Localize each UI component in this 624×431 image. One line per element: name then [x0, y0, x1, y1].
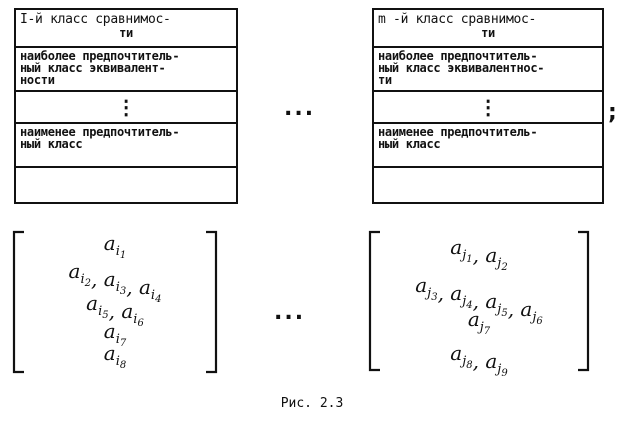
right-matrix-row-3: aj7	[468, 307, 491, 337]
left-matrix-row-3: ai5, ai6	[86, 291, 144, 329]
right-empty-cell	[374, 168, 602, 202]
right-matrix-right-bracket	[578, 230, 590, 372]
right-header-line2: ти	[481, 26, 495, 40]
right-matrix-row-2: aj3, aj4, aj5, aj6	[415, 273, 543, 327]
semicolon: ;	[608, 100, 617, 125]
right-matrix-row-1: aj1, aj2	[450, 235, 507, 273]
right-vertical-dots: ⋮	[374, 92, 602, 124]
right-matrix-left-bracket	[368, 230, 380, 372]
right-worst-class: наименее предпочтитель- ный класс	[374, 124, 602, 168]
left-worst-class: наименее предпочтитель- ный класс	[16, 124, 236, 168]
right-class-table: m -й класс сравнимос- ти наиболее предпо…	[372, 8, 604, 204]
right-header-line1: m -й класс сравнимос-	[378, 12, 537, 27]
right-table-header: m -й класс сравнимос- ти	[374, 10, 602, 48]
between-matrices-dots: ...	[274, 300, 306, 325]
left-vertical-dots: ⋮	[16, 92, 236, 124]
left-header-line1: I-й класс сравнимос-	[20, 12, 171, 27]
left-matrix-row-4: ai7	[104, 319, 127, 349]
left-empty-cell	[16, 168, 236, 202]
left-matrix-left-bracket	[12, 230, 24, 374]
left-header-line2: ти	[119, 26, 133, 40]
figure-caption: Рис. 2.3	[280, 396, 344, 411]
left-matrix-right-bracket	[206, 230, 218, 374]
between-tables-dots: ...	[284, 96, 316, 121]
left-matrix-row-5: ai8	[104, 341, 126, 371]
right-best-class: наиболее предпочтитель- ный класс эквива…	[374, 48, 602, 92]
left-table-header: I-й класс сравнимос- ти	[16, 10, 236, 48]
right-matrix-row-4: aj8, aj9	[450, 341, 508, 376]
left-matrix-row-2: ai2, ai3, ai4	[69, 259, 162, 305]
left-best-class: наиболее предпочтитель- ный класс эквива…	[16, 48, 236, 92]
left-class-table: I-й класс сравнимос- ти наиболее предпоч…	[14, 8, 238, 204]
left-matrix-row-1: ai1	[104, 231, 126, 261]
